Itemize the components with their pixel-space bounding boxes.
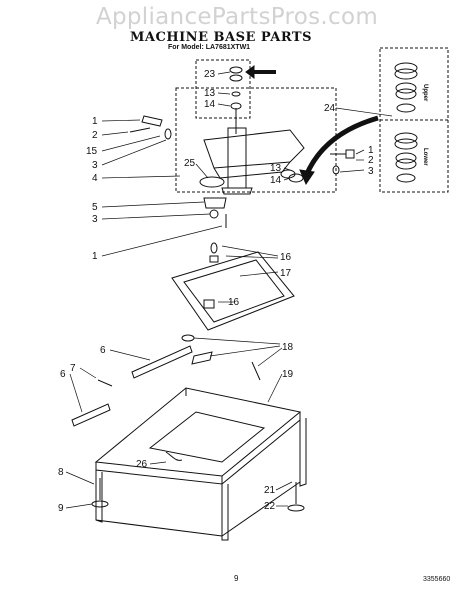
bracket-plate (171, 242, 295, 331)
callout-label: 8 (58, 467, 64, 478)
callout-label: 7 (70, 363, 76, 374)
upper-small-parts (229, 66, 243, 134)
transmission-group-box (175, 87, 337, 193)
callout-label: 13 (204, 88, 216, 99)
callout-label: 16 (280, 252, 292, 263)
lower-side-label: Lower (422, 148, 428, 166)
callout-label: 13 (270, 163, 282, 174)
machine-base-frame (94, 387, 307, 541)
callout-label: 1 (92, 116, 98, 127)
callout-label: 2 (92, 130, 98, 141)
callout-label: 5 (92, 202, 98, 213)
diagram-number: 3355660 (423, 576, 451, 583)
callout-label: 18 (282, 342, 294, 353)
assembly-arrow (245, 65, 379, 186)
callout-label: 3 (92, 160, 98, 171)
callout-label: 1 (92, 251, 98, 262)
callout-label: 3 (92, 214, 98, 225)
callout-label: 25 (184, 158, 196, 169)
watermark: AppliancePartsPros.com (95, 4, 379, 30)
callout-label: 3 (368, 166, 374, 177)
page-number: 9 (234, 574, 239, 583)
callout-label: 2 (368, 155, 374, 166)
transmission-assembly (199, 127, 305, 195)
upper-side-label: Upper (422, 84, 428, 102)
callout-label: 17 (280, 268, 292, 279)
pins-and-clips (97, 334, 261, 387)
right-fastener-parts (330, 149, 355, 175)
callout-label: 23 (204, 69, 216, 80)
callout-label: 21 (264, 485, 276, 496)
diagram-title: MACHINE BASE PARTS (130, 30, 312, 45)
callout-label: 24 (324, 103, 336, 114)
upper-callout-box (195, 59, 251, 119)
upper-part-stack (394, 62, 418, 113)
callout-label: 26 (136, 459, 148, 470)
model-subtitle: For Model: LA7681XTW1 (168, 44, 251, 51)
callout-label: 14 (270, 175, 282, 186)
callout-label: 22 (264, 501, 276, 512)
callout-numbers: 1 2 15 3 4 5 3 1 23 13 14 25 24 13 14 1 … (58, 69, 374, 514)
left-fastener-parts (129, 115, 227, 228)
callout-label: 6 (100, 345, 106, 356)
lower-part-stack (394, 132, 418, 183)
leader-lines (65, 71, 393, 509)
callout-label: 1 (368, 145, 374, 156)
callout-label: 15 (86, 146, 98, 157)
callout-label: 6 (60, 369, 66, 380)
callout-label: 4 (92, 173, 98, 184)
callout-label: 9 (58, 503, 64, 514)
callout-label: 14 (204, 99, 216, 110)
side-inset-box (379, 47, 449, 193)
callout-label: 16 (228, 297, 240, 308)
callout-label: 19 (282, 369, 294, 380)
brace-rails (71, 345, 193, 427)
